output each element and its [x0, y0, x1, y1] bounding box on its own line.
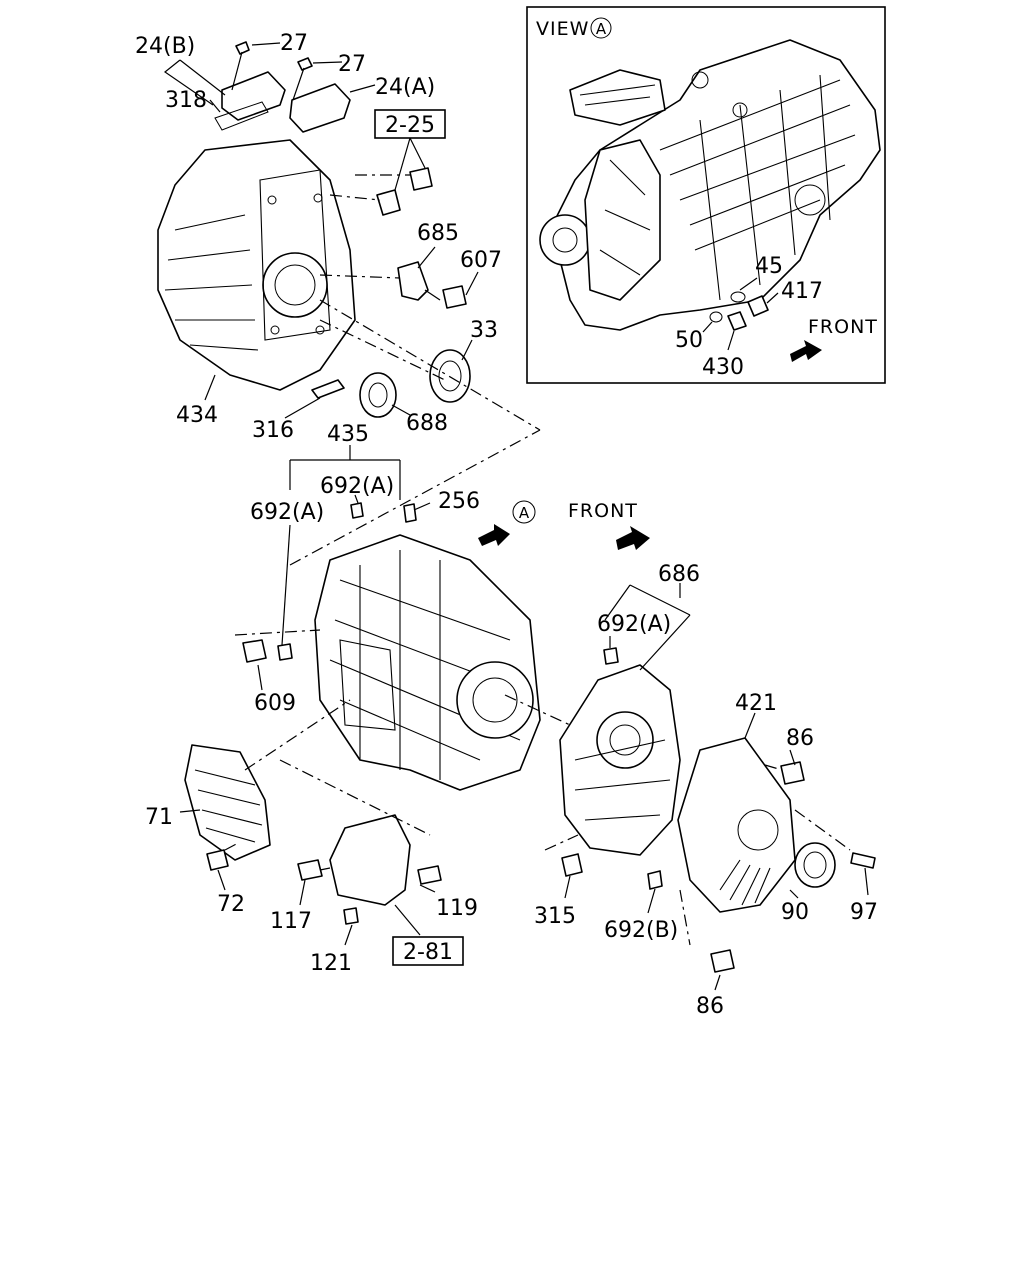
label-117: 117: [270, 909, 312, 934]
view-a-marker-circle: [512, 500, 536, 524]
inset-front-arrow-icon: [790, 340, 822, 362]
bolt-315: [561, 853, 583, 877]
label-607: 607: [460, 248, 502, 273]
label-692a-left: 692(A): [250, 500, 324, 525]
pin-256: [403, 503, 417, 523]
plug-430: [727, 311, 747, 331]
plug-417: [747, 295, 769, 317]
label-27-right: 27: [338, 52, 366, 77]
label-692a-top: 692(A): [320, 474, 394, 499]
bolt-27-left: [235, 41, 250, 55]
pin-692b: [647, 870, 663, 890]
view-a-direction-arrow-icon: [478, 524, 510, 546]
label-2-81: 2-81: [403, 940, 453, 965]
label-692a-right: 692(A): [597, 612, 671, 637]
label-417: 417: [781, 279, 823, 304]
label-121: 121: [310, 951, 352, 976]
label-86-upper: 86: [786, 726, 814, 751]
cover-24a: [289, 83, 351, 133]
nut-121: [343, 907, 359, 925]
key-316: [311, 379, 345, 399]
pto-cover-2-81: [329, 814, 411, 906]
pin-692a-top: [350, 502, 364, 519]
leader-lines: [163, 42, 869, 991]
label-688: 688: [406, 411, 448, 436]
gasket-318: [214, 101, 269, 131]
inset-view-circle-letter: A: [596, 20, 607, 38]
stud-119: [417, 865, 442, 885]
pin-692a-right: [603, 647, 619, 665]
label-685: 685: [417, 221, 459, 246]
label-256: 256: [438, 489, 480, 514]
ref-box-2-81: [392, 936, 464, 966]
label-435: 435: [327, 422, 369, 447]
bolt-72: [206, 849, 229, 871]
inset-view-label: VIEW: [536, 18, 589, 40]
label-2-25: 2-25: [385, 113, 435, 138]
ref-box-2-25: [374, 109, 446, 139]
inset-frame: [526, 6, 886, 384]
label-686: 686: [658, 562, 700, 587]
label-24a: 24(A): [375, 75, 435, 100]
main-front-label: FRONT: [568, 500, 638, 522]
part-number-labels: 24(B) 27 27 24(A) 318 685 607 33 434 316…: [135, 31, 878, 1019]
extension-housing-421: [677, 737, 796, 913]
label-50: 50: [675, 328, 703, 353]
label-33: 33: [470, 318, 498, 343]
bolt-2-25-b: [409, 167, 433, 191]
view-a-marker-letter: A: [519, 504, 530, 522]
bearing-688: [359, 372, 397, 418]
label-71: 71: [145, 805, 173, 830]
label-315: 315: [534, 904, 576, 929]
clutch-housing-434: [157, 139, 356, 391]
side-cover-71: [184, 744, 271, 861]
bolt-609: [242, 639, 267, 663]
label-318: 318: [165, 88, 207, 113]
intermediate-plate-686: [559, 664, 681, 856]
label-27-left: 27: [280, 31, 308, 56]
pin-692a-left: [277, 643, 293, 661]
bolt-117: [297, 859, 323, 881]
stud-97: [850, 852, 876, 869]
transmission-assembly-illustration: [539, 39, 881, 331]
label-421: 421: [735, 691, 777, 716]
transmission-case-435: [314, 534, 541, 791]
label-97: 97: [850, 900, 878, 925]
view-a-inset: VIEW A 45 417 50 430 F: [526, 6, 886, 384]
bracket-685: [397, 261, 429, 301]
label-316: 316: [252, 418, 294, 443]
bolt-86-upper: [780, 761, 805, 785]
label-434: 434: [176, 403, 218, 428]
seal-90: [794, 842, 836, 888]
label-119: 119: [436, 896, 478, 921]
bolt-27-right: [297, 57, 313, 71]
label-90: 90: [781, 900, 809, 925]
cover-24b: [221, 71, 286, 121]
o-ring-45: [730, 291, 746, 303]
o-ring-50: [709, 311, 723, 323]
bolt-86-lower: [710, 949, 735, 973]
bolt-607: [442, 285, 467, 309]
inset-front-label: FRONT: [808, 316, 878, 338]
label-45: 45: [755, 254, 783, 279]
label-430: 430: [702, 355, 744, 380]
label-24b: 24(B): [135, 34, 195, 59]
bolt-2-25-a: [376, 189, 401, 216]
seal-33: [429, 349, 471, 403]
main-front-arrow-icon: [616, 526, 650, 550]
label-692b: 692(B): [604, 918, 678, 943]
label-72: 72: [217, 892, 245, 917]
inset-view-circle: [590, 17, 612, 39]
label-86-lower: 86: [696, 994, 724, 1019]
label-609: 609: [254, 691, 296, 716]
